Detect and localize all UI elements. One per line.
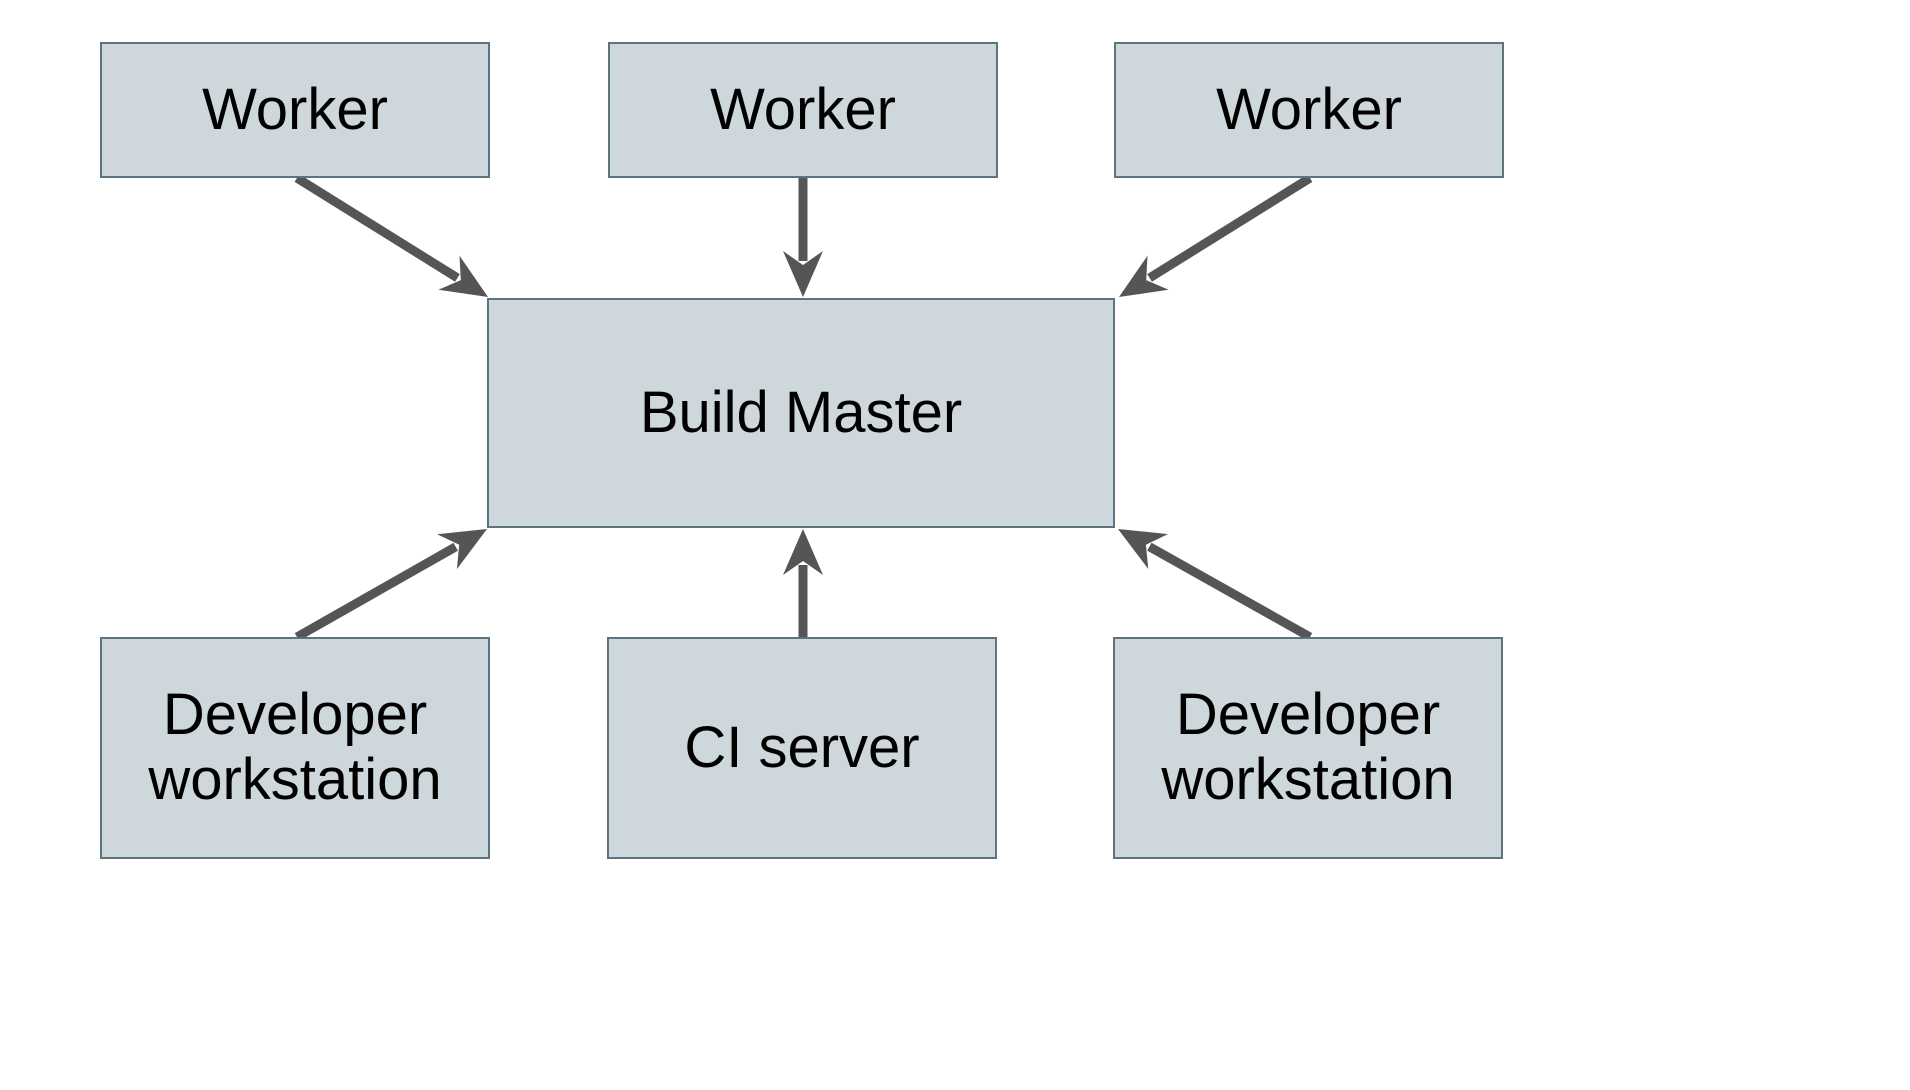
arrowhead-icon <box>437 529 487 570</box>
node-label: Developer workstation <box>1161 682 1455 812</box>
arrowhead-icon <box>438 255 488 297</box>
node-dev-ws-left[interactable]: Developer workstation <box>100 637 490 859</box>
node-label: Build Master <box>639 379 963 445</box>
node-build-master[interactable]: Build Master <box>487 298 1115 528</box>
node-worker-1[interactable]: Worker <box>100 42 490 178</box>
edge-worker2-to-master <box>783 178 823 297</box>
edge-devwsleft-to-master <box>294 529 487 641</box>
node-label: Worker <box>1216 76 1402 142</box>
node-label: Developer workstation <box>148 682 442 812</box>
node-dev-ws-right[interactable]: Developer workstation <box>1113 637 1503 859</box>
arrowhead-icon <box>1118 529 1168 569</box>
node-label: Worker <box>710 76 896 142</box>
edge-worker3-to-master <box>1119 174 1313 297</box>
node-label: CI server <box>684 714 920 780</box>
edge-ciserver-to-master <box>783 529 823 637</box>
arrowhead-icon <box>783 251 823 297</box>
node-label: Worker <box>202 76 388 142</box>
edge-devwsright-to-master <box>1118 529 1313 641</box>
node-worker-3[interactable]: Worker <box>1114 42 1504 178</box>
edge-worker1-to-master <box>294 174 488 297</box>
arrowhead-icon <box>1119 255 1169 297</box>
arrowhead-icon <box>783 529 823 575</box>
node-ci-server[interactable]: CI server <box>607 637 997 859</box>
node-worker-2[interactable]: Worker <box>608 42 998 178</box>
